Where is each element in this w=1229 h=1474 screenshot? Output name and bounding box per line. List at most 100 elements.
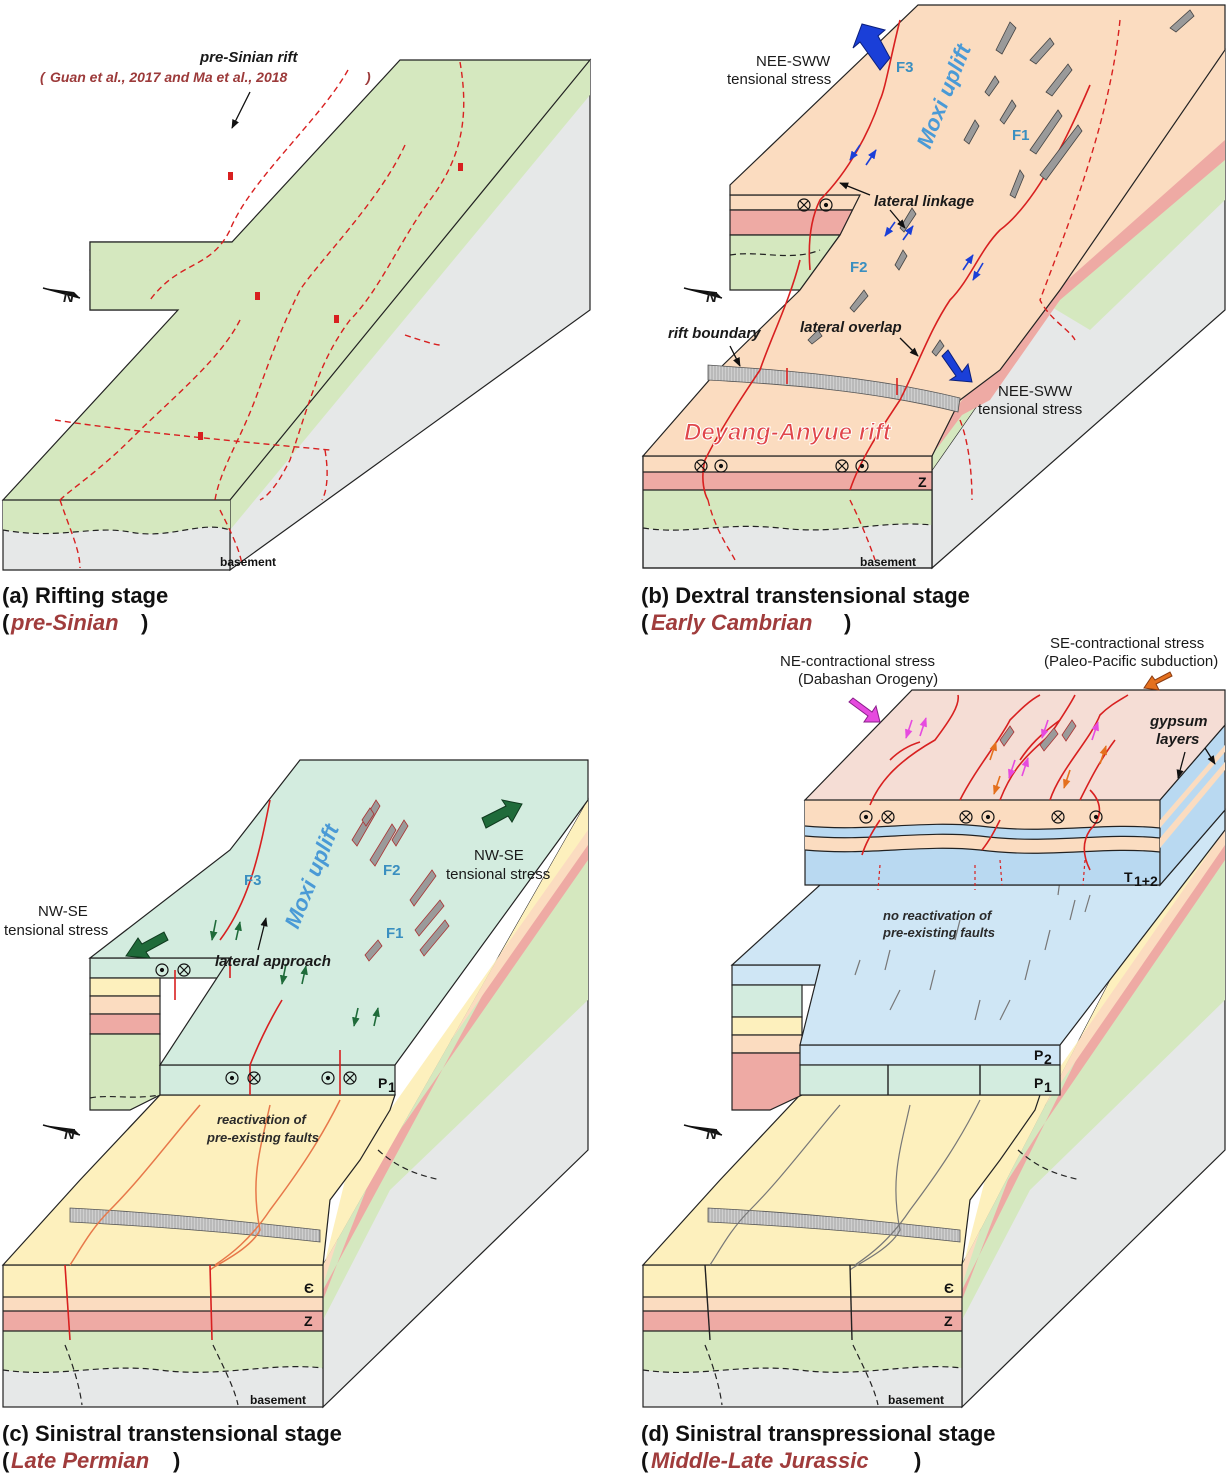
panel-b-rift-boundary: rift boundary xyxy=(668,325,761,342)
svg-text:N: N xyxy=(706,1126,718,1143)
panel-d-caption-close: ) xyxy=(914,1448,921,1473)
panel-c-fault-F2: F2 xyxy=(383,862,401,879)
panel-a-citation-close: ) xyxy=(364,69,371,85)
panel-d-no-reactivation-1: no reactivation of xyxy=(883,908,993,923)
panel-d-strata-P1: P xyxy=(1034,1075,1043,1091)
panel-d-caption-open: ( xyxy=(641,1448,649,1473)
panel-a-rift-label: pre-Sinian rift xyxy=(199,49,299,66)
panel-a-caption-close: ) xyxy=(141,610,148,635)
panel-d-shear-symbols xyxy=(859,810,1103,824)
panel-c-caption: (c) Sinistral transtensional stage xyxy=(2,1421,342,1446)
panel-c-reactivation-2: pre-existing faults xyxy=(206,1130,319,1145)
panel-b-caption: (b) Dextral transtensional stage xyxy=(641,583,970,608)
panel-c-stress-right-1: NW-SE xyxy=(474,847,524,864)
panel-c-shear-symbols xyxy=(155,963,357,1085)
panel-a-top-surface xyxy=(1,59,592,501)
panel-a-basement-label: basement xyxy=(220,555,276,569)
panel-b-lateral-overlap: lateral overlap xyxy=(800,319,902,336)
panel-d-stress-se-1: SE-contractional stress xyxy=(1050,635,1204,652)
panel-c-fault-slivers xyxy=(351,799,450,962)
panel-b-basement-label: basement xyxy=(860,555,916,569)
panel-b-strata-Z: Z xyxy=(918,474,927,490)
panel-d-strata-T: T xyxy=(1124,869,1133,885)
panel-b-fault-F2: F2 xyxy=(850,259,868,276)
panel-b-lateral-linkage: lateral linkage xyxy=(874,193,974,210)
svg-text:N: N xyxy=(63,289,75,306)
panel-d-caption-age: Middle-Late Jurassic xyxy=(651,1448,869,1473)
panel-d-stress-ne-2: (Dabashan Orogeny) xyxy=(798,671,938,688)
panel-c: Moxi uplift F3 F2 F1 NW-SE tensional str… xyxy=(1,759,589,1473)
panel-d-strata-Z: Z xyxy=(944,1313,953,1329)
svg-text:N: N xyxy=(64,1126,76,1143)
panel-d-strata-T-sub: 1+2 xyxy=(1134,873,1158,889)
panel-c-strata-E: Є xyxy=(304,1280,314,1296)
panel-d-basement-label: basement xyxy=(888,1393,944,1407)
panel-b-caption-open: ( xyxy=(641,610,649,635)
panel-d-strata-P2: P xyxy=(1034,1047,1043,1063)
panel-c-strata-Z: Z xyxy=(304,1313,313,1329)
panel-c-strata-P1-sub: 1 xyxy=(388,1079,396,1095)
panel-a: pre-Sinian rift ( Guan et al., 2017 and … xyxy=(1,49,592,635)
panel-b-caption-age: Early Cambrian xyxy=(651,610,812,635)
panel-c-stress-left-1: NW-SE xyxy=(38,903,88,920)
panel-d-active-faults xyxy=(861,694,1129,871)
panel-c-stress-left-2: tensional stress xyxy=(4,922,108,939)
panel-a-citation-open: ( xyxy=(40,69,46,85)
panel-d-stress-ne-1: NE-contractional stress xyxy=(780,653,935,670)
panel-b-stress-bottom-1: NEE-SWW xyxy=(998,383,1073,400)
panel-b-caption-close: ) xyxy=(844,610,851,635)
panel-d-north-arrow: N xyxy=(683,1124,723,1143)
panel-a-north-arrow: N xyxy=(42,287,81,306)
svg-text:N: N xyxy=(706,289,718,306)
panel-b-stress-bottom-2: tensional stress xyxy=(978,401,1082,418)
panel-d-stress-arrow-ne xyxy=(848,697,881,723)
panel-a-caption: (a) Rifting stage xyxy=(2,583,168,608)
panel-a-side-green xyxy=(230,60,590,530)
panel-b: NEE-SWW tensional stress F3 F1 F2 Moxi u… xyxy=(641,4,1226,635)
panel-b-stress-arrow-bottom xyxy=(941,349,973,383)
panel-d-inactive-faults xyxy=(854,879,1091,1021)
panel-c-stress-arrow-left xyxy=(125,931,169,959)
panel-d-strata-P2-sub: 2 xyxy=(1044,1051,1052,1067)
panel-c-caption-open: ( xyxy=(2,1448,10,1473)
panel-c-basement-label: basement xyxy=(250,1393,306,1407)
panel-c-lateral-approach: lateral approach xyxy=(215,953,331,970)
panel-b-north-arrow: N xyxy=(683,287,723,306)
panel-d-gypsum-1: gypsum xyxy=(1149,713,1208,730)
panel-b-shear-arrows xyxy=(849,144,984,281)
panel-d-gypsum-2: layers xyxy=(1156,731,1199,748)
panel-b-rift-name: Deyang-Anyue rift xyxy=(684,419,892,446)
panel-c-strata-P1: P xyxy=(378,1075,387,1091)
panel-d-strata-E: Є xyxy=(944,1280,954,1296)
panel-c-caption-age: Late Permian xyxy=(11,1448,149,1473)
panel-d-dashed-red xyxy=(877,859,1086,891)
panel-c-stress-right-2: tensional stress xyxy=(446,866,550,883)
panel-d-stress-arrow-se xyxy=(1143,671,1173,691)
panel-b-stress-top-1: NEE-SWW xyxy=(756,53,831,70)
panel-c-north-arrow: N xyxy=(42,1124,81,1143)
panel-b-stress-top-2: tensional stress xyxy=(727,71,831,88)
panel-d-strata-P1-sub: 1 xyxy=(1044,1079,1052,1095)
panel-c-fault-F3: F3 xyxy=(244,872,262,889)
panel-b-stress-arrow-top xyxy=(852,23,891,71)
panel-b-shear-symbols xyxy=(694,198,869,473)
panel-a-label-arrow xyxy=(231,91,251,129)
panel-d: NE-contractional stress (Dabashan Orogen… xyxy=(641,635,1226,1473)
panel-a-caption-open: ( xyxy=(2,610,10,635)
panel-c-stress-arrow-right xyxy=(481,799,523,829)
panel-a-caption-age: pre-Sinian xyxy=(10,610,119,635)
panel-b-top-surface xyxy=(641,4,1226,457)
panel-c-reactivation-1: reactivation of xyxy=(217,1112,308,1127)
panel-d-no-reactivation-2: pre-existing faults xyxy=(882,925,995,940)
panel-b-fault-slivers xyxy=(807,9,1195,357)
panel-d-stress-se-2: (Paleo-Pacific subduction) xyxy=(1044,653,1218,670)
panel-c-shear-arrows xyxy=(209,919,380,1027)
panel-b-fault-F1: F1 xyxy=(1012,127,1030,144)
panel-b-fault-F3: F3 xyxy=(896,59,914,76)
panel-c-top-surface xyxy=(88,759,589,1066)
panel-d-caption: (d) Sinistral transpressional stage xyxy=(641,1421,996,1446)
panel-c-fault-F1: F1 xyxy=(386,925,404,942)
panel-c-caption-close: ) xyxy=(173,1448,180,1473)
panel-d-top-surface xyxy=(803,689,1226,801)
